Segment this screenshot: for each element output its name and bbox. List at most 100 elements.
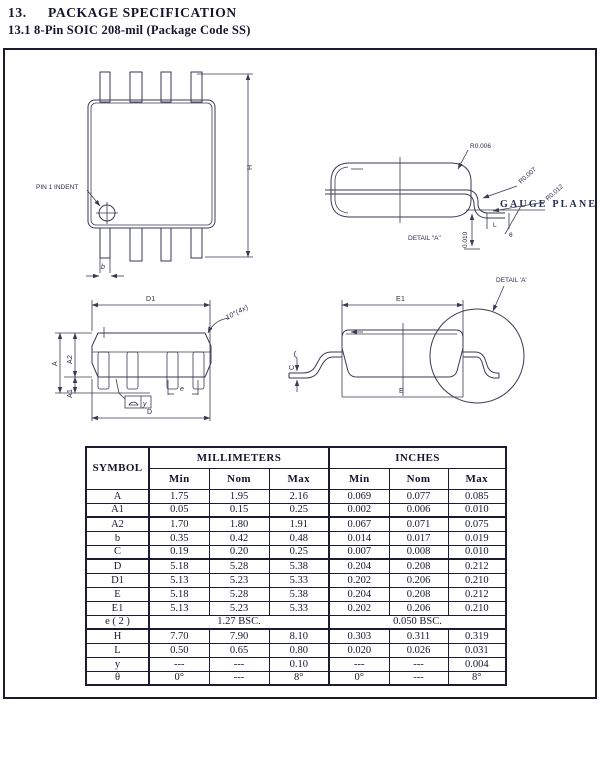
value-cell-mm: 5.23	[208, 572, 270, 588]
value-cell-in: 0.014	[328, 530, 390, 546]
value-cell-mm: 1.70	[148, 516, 210, 532]
value-cell-mm: 0.05	[148, 502, 210, 518]
value-cell-mm: 0.25	[268, 544, 330, 560]
value-cell-mm: 0.48	[268, 530, 330, 546]
symbol-cell: y	[85, 656, 150, 672]
value-cell-mm: 5.13	[148, 600, 210, 616]
col-header-inches: INCHES	[328, 446, 507, 469]
value-cell-mm: 7.90	[208, 628, 270, 644]
value-cell-in: 0.002	[328, 502, 390, 518]
value-cell-mm: ---	[148, 656, 210, 672]
value-cell-in: 0.202	[328, 572, 390, 588]
page-header: 13.PACKAGE SPECIFICATION 13.1 8-Pin SOIC…	[8, 5, 251, 38]
value-cell-in: 0.010	[447, 502, 507, 518]
section-title: 13. PACKAGE SPECIFICATION	[8, 5, 251, 21]
table-row: y------0.10------0.004	[85, 656, 507, 672]
value-cell-in: 0.204	[328, 586, 390, 602]
value-cell-mm: 8°	[268, 670, 330, 686]
section-number: 13.	[8, 5, 27, 20]
value-cell-mm: 5.23	[208, 600, 270, 616]
spec-table: SYMBOL MILLIMETERS INCHES Min Nom Max Mi…	[85, 446, 507, 686]
symbol-cell: e ( 2 )	[85, 614, 150, 630]
symbol-cell: b	[85, 530, 150, 546]
value-cell-mm: 5.18	[148, 558, 210, 574]
symbol-cell: C	[85, 544, 150, 560]
value-cell-in: 0.008	[388, 544, 449, 560]
value-cell-in: 8°	[447, 670, 507, 686]
value-cell-in: 0.004	[447, 656, 507, 672]
value-cell-mm: 0.25	[268, 502, 330, 518]
symbol-cell: A2	[85, 516, 150, 532]
value-cell-mm: 1.75	[148, 488, 210, 504]
col-header-symbol: SYMBOL	[85, 446, 150, 490]
value-cell-mm: 0.65	[208, 642, 270, 658]
value-cell-mm: 0.50	[148, 642, 210, 658]
value-cell-mm: 5.13	[148, 572, 210, 588]
value-cell-in: 0.210	[447, 600, 507, 616]
value-cell-in: 0.007	[328, 544, 390, 560]
value-cell-mm: 0.35	[148, 530, 210, 546]
value-cell-in: 0.071	[388, 516, 449, 532]
section-title-text: PACKAGE SPECIFICATION	[48, 5, 237, 20]
value-cell-in: 0.085	[447, 488, 507, 504]
value-cell-in: 0.202	[328, 600, 390, 616]
value-cell-in: 0.319	[447, 628, 507, 644]
value-cell-mm: 1.80	[208, 516, 270, 532]
value-cell-in: 0.017	[388, 530, 449, 546]
value-cell-in: 0.208	[388, 558, 449, 574]
value-cell-in-span: 0.050 BSC.	[328, 614, 507, 630]
symbol-cell: D	[85, 558, 150, 574]
value-cell-mm: 1.95	[208, 488, 270, 504]
value-cell-mm: 5.33	[268, 600, 330, 616]
value-cell-mm: 7.70	[148, 628, 210, 644]
col-header-min-mm: Min	[148, 467, 210, 490]
value-cell-mm: 0°	[148, 670, 210, 686]
value-cell-in: 0.303	[328, 628, 390, 644]
value-cell-in: 0°	[328, 670, 390, 686]
value-cell-mm: ---	[208, 656, 270, 672]
value-cell-in: 0.212	[447, 558, 507, 574]
table-header-row: SYMBOL MILLIMETERS INCHES	[85, 446, 507, 490]
value-cell-in: ---	[388, 670, 449, 686]
value-cell-mm: 0.10	[268, 656, 330, 672]
value-cell-mm: 5.33	[268, 572, 330, 588]
value-cell-mm: 0.80	[268, 642, 330, 658]
col-header-nom-mm: Nom	[208, 467, 270, 490]
symbol-cell: A	[85, 488, 150, 504]
col-header-millimeters: MILLIMETERS	[148, 446, 330, 469]
value-cell-in: 0.006	[388, 502, 449, 518]
value-cell-mm: 0.19	[148, 544, 210, 560]
symbol-cell: E1	[85, 600, 150, 616]
symbol-cell: θ	[85, 670, 150, 686]
value-cell-in: 0.208	[388, 586, 449, 602]
value-cell-mm: 1.91	[268, 516, 330, 532]
value-cell-in: ---	[328, 656, 390, 672]
value-cell-mm: 5.38	[268, 558, 330, 574]
value-cell-in: ---	[388, 656, 449, 672]
symbol-cell: A1	[85, 502, 150, 518]
value-cell-mm: 0.20	[208, 544, 270, 560]
value-cell-mm: 8.10	[268, 628, 330, 644]
value-cell-in: 0.019	[447, 530, 507, 546]
value-cell-mm: 0.42	[208, 530, 270, 546]
value-cell-mm: 5.18	[148, 586, 210, 602]
value-cell-mm: 0.15	[208, 502, 270, 518]
value-cell-in: 0.031	[447, 642, 507, 658]
col-header-min-in: Min	[328, 467, 390, 490]
value-cell-in: 0.311	[388, 628, 449, 644]
value-cell-mm-span: 1.27 BSC.	[148, 614, 330, 630]
value-cell-mm: 5.28	[208, 586, 270, 602]
symbol-cell: L	[85, 642, 150, 658]
value-cell-in: 0.069	[328, 488, 390, 504]
